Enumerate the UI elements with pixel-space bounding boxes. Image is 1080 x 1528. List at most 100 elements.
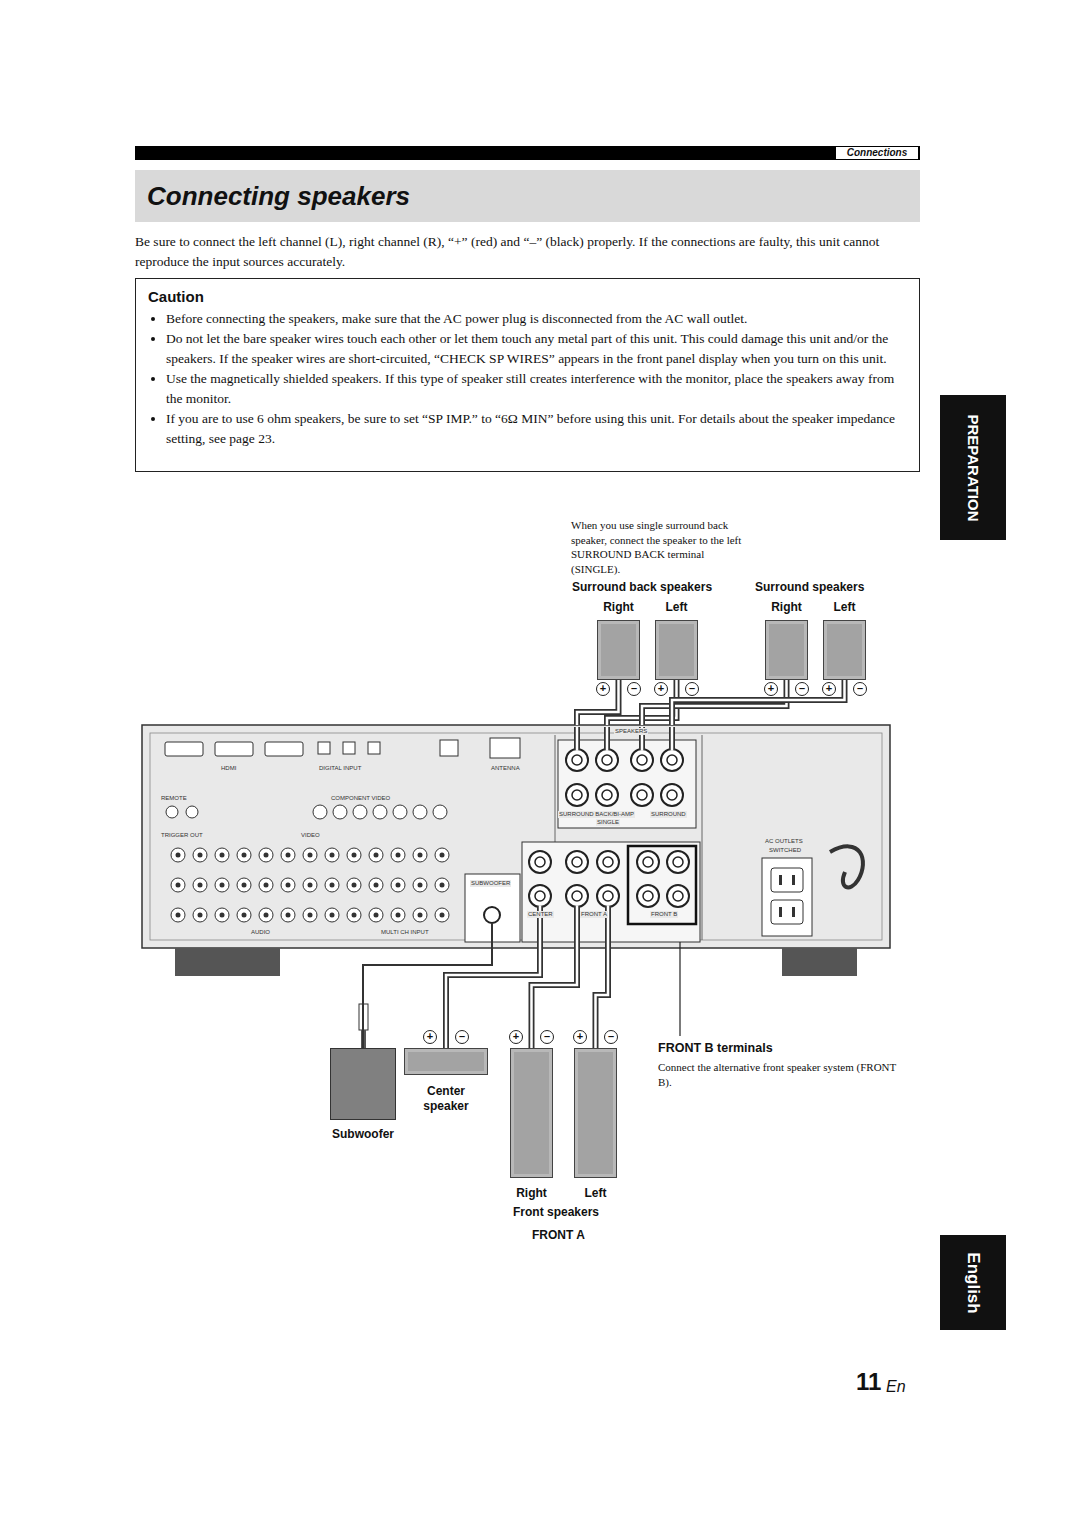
polarity-mark: + [509, 1030, 523, 1044]
rca-pin [176, 883, 181, 888]
polarity-mark: – [540, 1030, 554, 1044]
rca-pin [330, 913, 335, 918]
annotation: Front speakers [513, 1205, 599, 1220]
rca-ring [303, 878, 317, 892]
antenna-terminal [490, 738, 520, 758]
rca-pin [308, 853, 313, 858]
rca-jack [433, 805, 447, 819]
rca-ring [325, 878, 339, 892]
hdmi-jack [165, 742, 203, 756]
rca-ring [215, 848, 229, 862]
rca-jack [391, 878, 405, 892]
terminal-core [673, 857, 683, 867]
rca-pin [198, 853, 203, 858]
rca-ring [303, 908, 317, 922]
rca-jack [193, 908, 207, 922]
caution-box: CautionBefore connecting the speakers, m… [135, 278, 920, 472]
rca-pin [418, 883, 423, 888]
annotation: Surround back speakers [572, 580, 712, 595]
wire-inner [671, 727, 674, 750]
wire-outer [532, 948, 578, 1048]
terminal-ring [661, 784, 683, 806]
rca-ring [435, 848, 449, 862]
rca-ring [259, 878, 273, 892]
polarity-mark: + [654, 682, 668, 696]
rca-ring [413, 878, 427, 892]
rca-ring [325, 908, 339, 922]
rca-ring [215, 908, 229, 922]
rca-jack [391, 848, 405, 862]
annotation: When you use single surround back speake… [571, 518, 743, 576]
rca-jack [237, 848, 251, 862]
rca-jack [303, 848, 317, 862]
rca-jack [193, 878, 207, 892]
rca-pin [396, 883, 401, 888]
speaker-terminal [566, 749, 588, 771]
speaker-terminal [566, 885, 588, 907]
terminal-core [572, 790, 582, 800]
rca-jack [369, 848, 383, 862]
rca-jack [435, 878, 449, 892]
speaker-box: Right [510, 1048, 553, 1178]
panel-label: COMPONENT VIDEO [330, 795, 391, 802]
polarity-mark: + [764, 682, 778, 696]
tab-label: PREPARATION [965, 414, 982, 521]
rca-pin [242, 853, 247, 858]
annotation: FRONT A [532, 1228, 585, 1243]
rca-jack [435, 908, 449, 922]
rca-pin [242, 883, 247, 888]
terminal-ring [597, 885, 619, 907]
speaker-terminal [529, 851, 551, 873]
rca-jack [215, 878, 229, 892]
rca-pin [374, 883, 379, 888]
panel-label: AUDIO [250, 929, 271, 936]
rca-ring [347, 908, 361, 922]
svideo-jack [440, 740, 458, 756]
rca-ring [347, 848, 361, 862]
rca-jack [237, 878, 251, 892]
caution-heading: Caution [148, 287, 907, 307]
terminal-core [643, 891, 653, 901]
polarity-mark: – [795, 682, 809, 696]
terminal-ring [631, 749, 653, 771]
rca-jack [353, 805, 367, 819]
band-box: Connecting speakers [135, 170, 920, 222]
node-label: Left [585, 1186, 607, 1201]
receiver-foot [782, 948, 857, 976]
speaker-box: Right [597, 620, 640, 680]
rca-jack [325, 878, 339, 892]
outlet-slot [779, 907, 782, 917]
ac-outlet-box [762, 858, 812, 936]
polarity-mark: – [685, 682, 699, 696]
rca-ring [303, 848, 317, 862]
leader-line [679, 942, 680, 1036]
rca-jack [435, 848, 449, 862]
rca-ring [435, 908, 449, 922]
terminal-ring [661, 749, 683, 771]
rca-jack [281, 878, 295, 892]
cable-path [363, 948, 492, 1048]
speaker-cable [363, 948, 492, 1048]
rca-jack [281, 908, 295, 922]
annotation: Be sure to connect the left channel (L),… [135, 232, 920, 272]
wire-inner [532, 948, 578, 1048]
wire-outer [574, 727, 580, 750]
outlet-slot [779, 875, 782, 885]
optical-jack [343, 742, 355, 754]
caution-list: Before connecting the speakers, make sur… [148, 309, 907, 449]
speaker-wire [672, 727, 673, 750]
terminal-core [637, 755, 647, 765]
rca-jack [413, 878, 427, 892]
node-label: Right [516, 1186, 547, 1201]
optical-jack [318, 742, 330, 754]
rca-jack [325, 908, 339, 922]
page-number: 11 [856, 1368, 881, 1396]
rca-jack [171, 878, 185, 892]
remote-jack [186, 806, 198, 818]
terminal-ring [566, 851, 588, 873]
tab-box: English [940, 1235, 1006, 1330]
terminal-ring [529, 885, 551, 907]
rca-ring [193, 848, 207, 862]
rca-ring [347, 878, 361, 892]
